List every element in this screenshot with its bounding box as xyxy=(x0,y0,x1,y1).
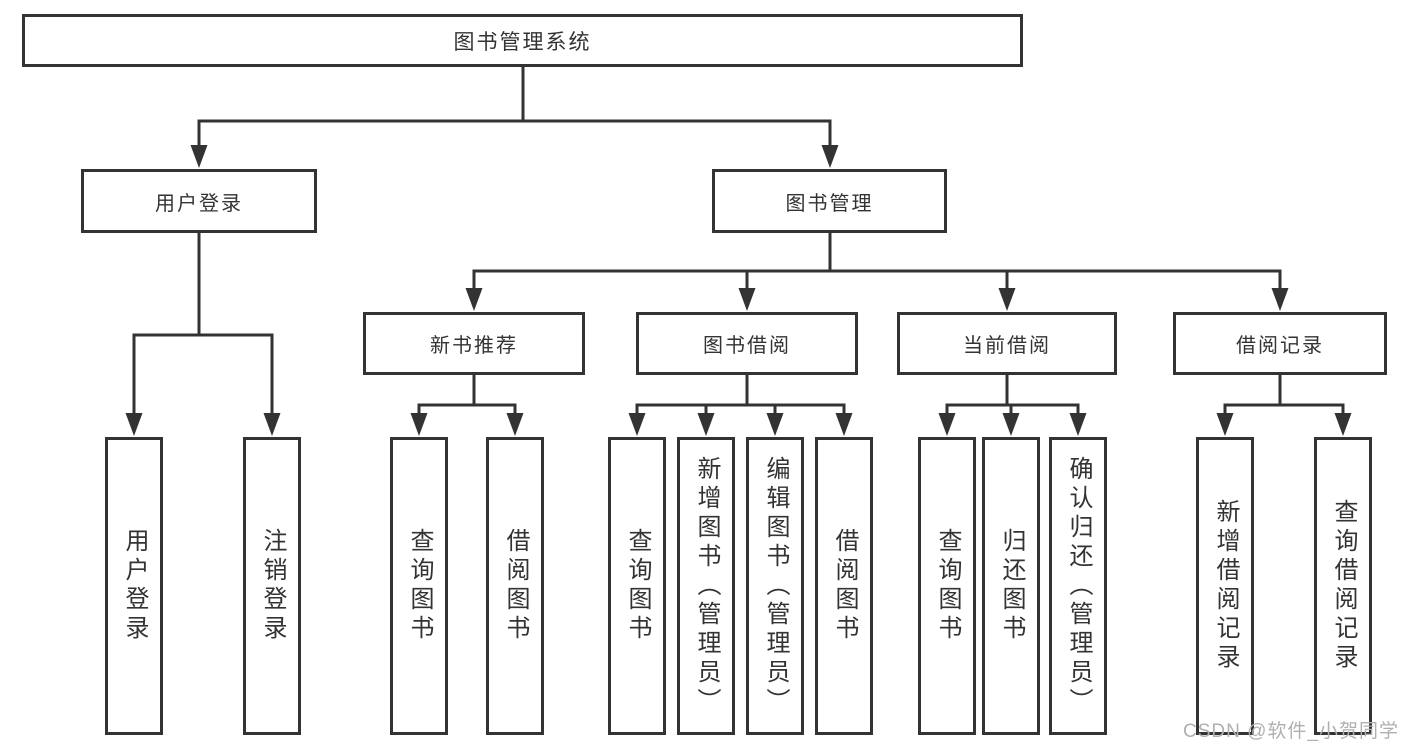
node-book-management: 图书管理 xyxy=(712,169,947,233)
leaf-user-login: 用户登录 xyxy=(105,437,163,735)
leaf-label: 查询图书 xyxy=(934,528,961,644)
leaf-label: 归还图书 xyxy=(998,528,1025,644)
leaf-label: 查询图书 xyxy=(624,528,651,644)
node-label: 新书推荐 xyxy=(430,335,518,357)
node-label: 图书借阅 xyxy=(703,335,791,357)
node-label: 图书管理系统 xyxy=(453,30,592,54)
leaf-label: 新增图书（管理员） xyxy=(693,455,720,717)
leaf-label: 借阅图书 xyxy=(502,528,529,644)
watermark: CSDN @软件_小贺同学 xyxy=(1183,721,1399,742)
leaf-label: 确认归还（管理员） xyxy=(1065,455,1092,717)
node-book-borrowing: 图书借阅 xyxy=(636,312,858,375)
node-label: 借阅记录 xyxy=(1236,335,1324,357)
leaf-logout: 注销登录 xyxy=(243,437,301,735)
node-label: 当前借阅 xyxy=(963,335,1051,357)
leaf-return-book: 归还图书 xyxy=(982,437,1040,735)
leaf-label: 查询借阅记录 xyxy=(1330,499,1357,673)
leaf-edit-book-admin: 编辑图书（管理员） xyxy=(746,437,804,735)
node-borrowing-records: 借阅记录 xyxy=(1173,312,1387,375)
leaf-label: 新增借阅记录 xyxy=(1212,499,1239,673)
node-label: 用户登录 xyxy=(155,192,243,215)
leaf-label: 编辑图书（管理员） xyxy=(762,455,789,717)
leaf-label: 用户登录 xyxy=(121,528,148,644)
leaf-label: 查询图书 xyxy=(406,528,433,644)
node-user-login: 用户登录 xyxy=(81,169,317,233)
leaf-label: 借阅图书 xyxy=(831,528,858,644)
node-label: 图书管理 xyxy=(785,192,874,215)
leaf-add-book-admin: 新增图书（管理员） xyxy=(677,437,735,735)
leaf-confirm-return-admin: 确认归还（管理员） xyxy=(1049,437,1107,735)
leaf-query-borrow-record: 查询借阅记录 xyxy=(1314,437,1372,735)
leaf-query-books: 查询图书 xyxy=(918,437,976,735)
leaf-add-borrow-record: 新增借阅记录 xyxy=(1196,437,1254,735)
node-new-book-recommendation: 新书推荐 xyxy=(363,312,585,375)
node-current-borrowing: 当前借阅 xyxy=(897,312,1117,375)
leaf-borrow-books: 借阅图书 xyxy=(815,437,873,735)
node-library-management-system: 图书管理系统 xyxy=(22,14,1023,67)
leaf-query-books: 查询图书 xyxy=(390,437,448,735)
leaf-borrow-books: 借阅图书 xyxy=(486,437,544,735)
leaf-query-books: 查询图书 xyxy=(608,437,666,735)
leaf-label: 注销登录 xyxy=(259,528,286,644)
